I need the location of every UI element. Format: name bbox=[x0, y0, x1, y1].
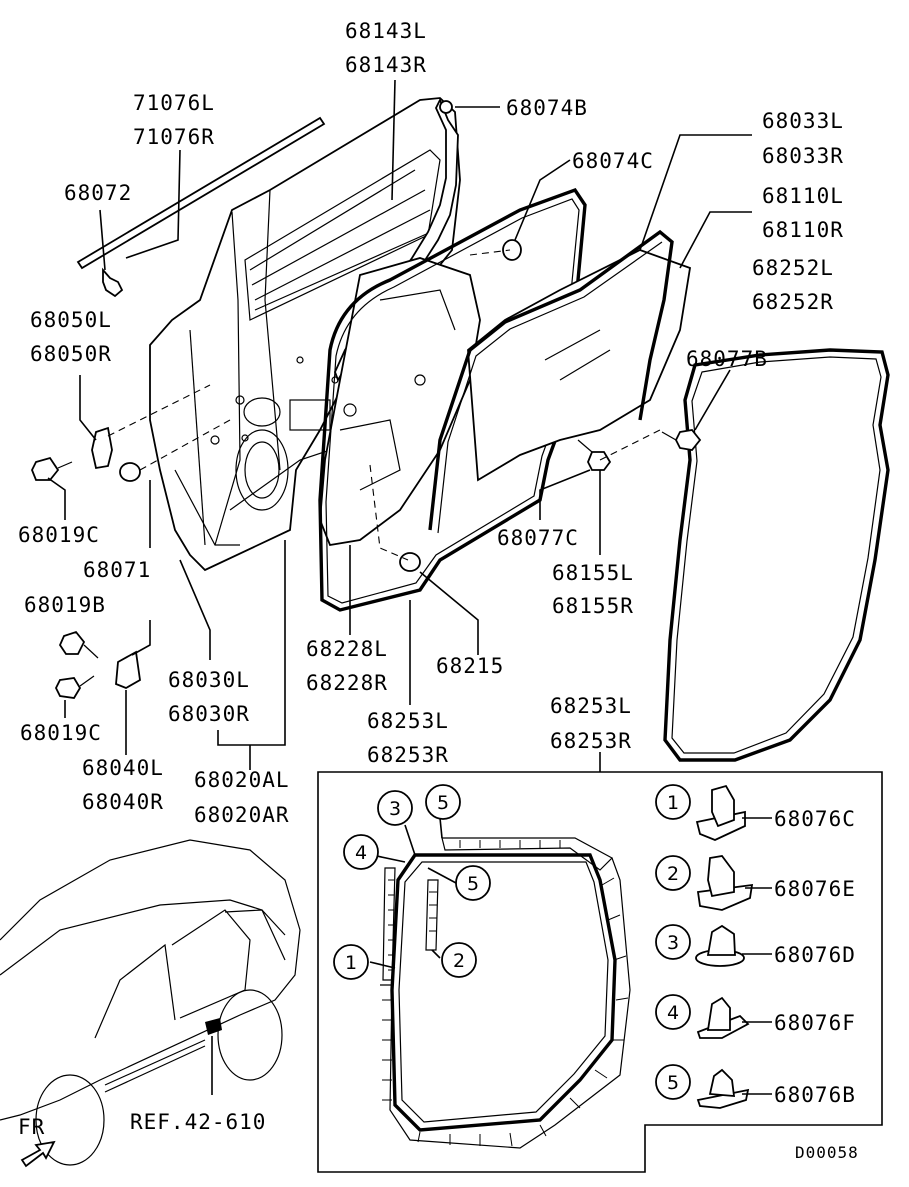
label-71076L: 71076L bbox=[133, 91, 215, 115]
label-68040L: 68040L bbox=[82, 756, 164, 780]
clip-inset bbox=[317, 771, 883, 1173]
label-68074B: 68074B bbox=[506, 96, 588, 120]
svg-text:5: 5 bbox=[437, 792, 449, 814]
fasteners bbox=[31, 100, 702, 699]
label-68253L-right: 68253L bbox=[550, 694, 632, 718]
label-68050L: 68050L bbox=[30, 308, 112, 332]
label-68019B: 68019B bbox=[24, 593, 106, 617]
inset-callout-2: 2 bbox=[441, 942, 477, 978]
svg-text:5: 5 bbox=[667, 1072, 679, 1094]
inset-callout-4: 4 bbox=[343, 834, 379, 870]
leader-lines bbox=[47, 79, 752, 772]
svg-text:4: 4 bbox=[667, 1002, 679, 1024]
svg-text:2: 2 bbox=[667, 863, 679, 885]
svg-text:4: 4 bbox=[355, 842, 367, 864]
label-68030R: 68030R bbox=[168, 702, 250, 726]
label-68040R: 68040R bbox=[82, 790, 164, 814]
dashed-guides bbox=[107, 249, 661, 561]
svg-text:5: 5 bbox=[467, 873, 479, 895]
svg-text:3: 3 bbox=[667, 932, 679, 954]
clip-legend-2: 2 68076E bbox=[655, 855, 856, 911]
label-68253L-left: 68253L bbox=[367, 709, 449, 733]
label-68074C: 68074C bbox=[572, 149, 654, 173]
label-68253R-right: 68253R bbox=[550, 729, 632, 753]
label-68228R: 68228R bbox=[306, 671, 388, 695]
label-68077B: 68077B bbox=[686, 347, 768, 371]
clip-part-68076C: 68076C bbox=[774, 807, 856, 831]
clip-legend-3: 3 68076D bbox=[655, 924, 856, 967]
svg-text:1: 1 bbox=[345, 952, 357, 974]
label-68072: 68072 bbox=[64, 181, 132, 205]
label-68143R: 68143R bbox=[345, 53, 427, 77]
label-68252R: 68252R bbox=[752, 290, 834, 314]
ref-label: REF.42-610 bbox=[130, 1110, 266, 1134]
svg-text:2: 2 bbox=[453, 950, 465, 972]
clip-legend-5: 5 68076B bbox=[655, 1064, 856, 1109]
label-68071: 68071 bbox=[83, 558, 151, 582]
front-direction-label: FR bbox=[18, 1115, 45, 1139]
clip-part-68076B: 68076B bbox=[774, 1083, 856, 1107]
door-side-weatherstrip bbox=[663, 348, 890, 762]
label-68215: 68215 bbox=[436, 654, 504, 678]
label-68020AL: 68020AL bbox=[194, 768, 290, 792]
inset-callout-3: 3 bbox=[377, 790, 413, 826]
front-arrow-icon bbox=[20, 1140, 56, 1168]
label-68110R: 68110R bbox=[762, 218, 844, 242]
label-68228L: 68228L bbox=[306, 637, 388, 661]
label-68253R-left: 68253R bbox=[367, 743, 449, 767]
label-71076R: 71076R bbox=[133, 125, 215, 149]
label-68019C-lower: 68019C bbox=[20, 721, 102, 745]
door-trim-panel bbox=[319, 257, 481, 547]
inset-callout-1: 1 bbox=[333, 944, 369, 980]
clip-legend-1: 1 68076C bbox=[655, 784, 856, 841]
label-68020AR: 68020AR bbox=[194, 803, 290, 827]
clip-part-68076D: 68076D bbox=[774, 943, 856, 967]
belt-molding bbox=[76, 116, 326, 270]
label-68050R: 68050R bbox=[30, 342, 112, 366]
svg-text:1: 1 bbox=[667, 792, 679, 814]
label-68033L: 68033L bbox=[762, 109, 844, 133]
diagram-code: D00058 bbox=[795, 1143, 859, 1162]
label-68110L: 68110L bbox=[762, 184, 844, 208]
inset-callout-5-mid: 5 bbox=[455, 865, 491, 901]
svg-text:3: 3 bbox=[389, 798, 401, 820]
label-68033R: 68033R bbox=[762, 144, 844, 168]
label-68143L: 68143L bbox=[345, 19, 427, 43]
door-opening-weatherstrip bbox=[318, 187, 587, 612]
glass-run-channel bbox=[428, 229, 674, 534]
clip-legend-4: 4 68076F bbox=[655, 994, 856, 1039]
door-glass bbox=[467, 249, 692, 482]
vehicle-sketch bbox=[0, 839, 301, 1166]
label-68030L: 68030L bbox=[168, 668, 250, 692]
label-68077C: 68077C bbox=[497, 526, 579, 550]
door-shell bbox=[149, 97, 461, 572]
inset-callout-5-top: 5 bbox=[425, 784, 461, 820]
clip-part-68076F: 68076F bbox=[774, 1011, 856, 1035]
label-68252L: 68252L bbox=[752, 256, 834, 280]
label-68155R: 68155R bbox=[552, 594, 634, 618]
label-68019C-upper: 68019C bbox=[18, 523, 100, 547]
clip-part-68076E: 68076E bbox=[774, 877, 856, 901]
label-68155L: 68155L bbox=[552, 561, 634, 585]
